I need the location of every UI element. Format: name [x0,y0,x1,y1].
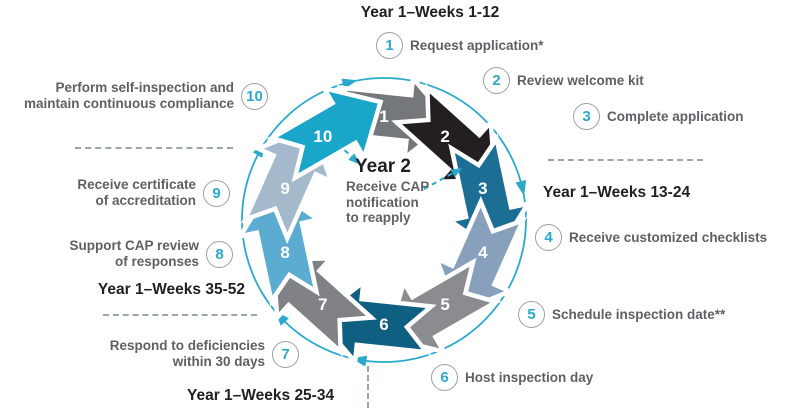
wheel-step-number: 6 [379,315,388,334]
step-item-8: Support CAP review of responses 8 [69,238,233,270]
step-label: Perform self-inspection and maintain con… [23,80,234,111]
step-label: Complete application [607,108,744,124]
step-label: Support CAP review of responses [69,238,199,269]
step-number-badge: 5 [518,301,545,328]
step-item-7: Respond to deficiencies within 30 days 7 [110,338,299,370]
step-number-badge: 10 [241,82,268,110]
step-label: Host inspection day [465,369,594,385]
step-item-5: 5 Schedule inspection date** [518,301,725,328]
phase-header-weeks-35-52: Year 1–Weeks 35-52 [97,281,245,298]
step-number-badge: 6 [431,364,458,391]
dashed-connector-to-center [337,143,353,158]
wheel-step-number: 5 [440,295,449,314]
step-number-badge: 7 [272,340,299,368]
wheel-step-number: 9 [280,179,289,198]
step-item-4: 4 Receive customized checklists [535,224,767,251]
wheel-step-number: 10 [313,127,332,146]
dashed-connector-arrowhead-icon [348,153,360,165]
wheel-step-number: 3 [478,179,487,198]
step-label: Request application* [410,37,544,53]
step-label: Receive certificate of accreditation [77,177,196,208]
step-number-badge: 4 [535,224,562,251]
phase-divider [367,366,369,408]
step-label: Schedule inspection date** [552,306,726,322]
center-body: Receive CAP notification to reapply [346,179,430,225]
dashed-connector-to-step3 [423,172,454,190]
step-item-9: Receive certificate of accreditation 9 [77,177,230,209]
step-number-badge: 8 [206,240,233,268]
step-label: Receive customized checklists [569,229,768,245]
step-item-10: Perform self-inspection and maintain con… [24,80,268,112]
phase-divider [103,314,257,316]
step-number-badge: 3 [573,103,600,130]
ring-arrowhead-icon [515,179,527,196]
phase-header-weeks-1-12: Year 1–Weeks 1-12 [360,4,500,21]
wheel-step-number: 4 [478,243,488,262]
wheel-step-number: 2 [440,127,449,146]
phase-header-weeks-25-34: Year 1–Weeks 25-34 [187,387,335,404]
step-label: Review welcome kit [517,72,644,88]
step-label: Respond to deficiencies within 30 days [109,338,265,369]
step-number-badge: 9 [203,179,230,207]
cycle-ring [241,77,527,363]
phase-divider [75,147,233,149]
step-number-badge: 1 [376,32,403,59]
wheel-step-number: 8 [280,243,289,262]
wheel-step-number: 1 [379,107,388,126]
step-item-1: 1 Request application* [376,32,544,59]
wheel-step-number: 7 [318,295,327,314]
cycle-arrow-step-10 [266,84,384,183]
center-title: Year 2 [355,156,411,177]
step-number-badge: 2 [483,67,510,94]
process-wheel: 1 2 3 4 5 6 7 8 9 10 [214,50,554,390]
process-wheel-svg: 1 2 3 4 5 6 7 8 9 10 [235,72,533,368]
cycle-center-note: Year 2 Receive CAP notification to reapp… [346,156,456,226]
phase-header-weeks-13-24: Year 1–Weeks 13-24 [543,184,691,201]
cycle-arrow-step-5 [384,257,502,356]
step-item-2: 2 Review welcome kit [483,67,644,94]
phase-divider [548,159,703,161]
step-item-6: 6 Host inspection day [431,364,593,391]
step-item-3: 3 Complete application [573,103,744,130]
dashed-connector-arrowhead-icon [450,168,463,178]
